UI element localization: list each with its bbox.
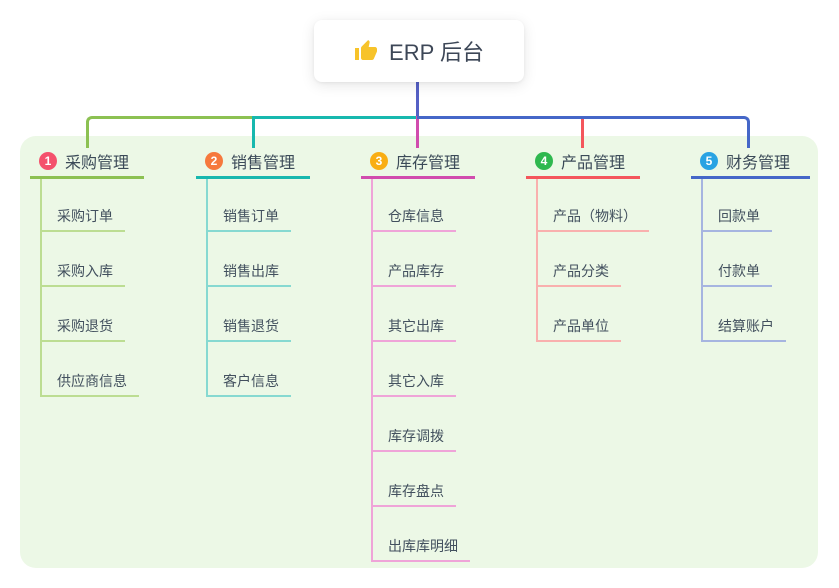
branch-3-child-6[interactable]: 库存盘点 [371, 481, 456, 507]
branch-5-label: 财务管理 [726, 155, 791, 172]
branch-3-child-connector [371, 179, 373, 562]
branch-3-child-5[interactable]: 库存调拨 [371, 426, 456, 452]
branch-3-child-7[interactable]: 出库库明细 [371, 536, 470, 562]
branch-2-child-3[interactable]: 销售退货 [206, 316, 291, 342]
branch-5-node[interactable]: 5 财务管理 [691, 146, 810, 179]
branch-3-child-3[interactable]: 其它出库 [371, 316, 456, 342]
branch-1-child-connector [40, 179, 42, 397]
branch-2-connector [252, 116, 417, 148]
branch-4-child-connector [536, 179, 538, 342]
branch-4-connector [581, 116, 584, 148]
branch-1-child-3[interactable]: 采购退货 [40, 316, 125, 342]
mindmap-panel [20, 136, 818, 568]
branch-3-child-4[interactable]: 其它入库 [371, 371, 456, 397]
branch-2-node[interactable]: 2 销售管理 [196, 146, 310, 179]
branch-4-child-1[interactable]: 产品（物料） [536, 206, 649, 232]
branch-1-child-4[interactable]: 供应商信息 [40, 371, 139, 397]
root-connector-line [416, 82, 419, 116]
branch-4-child-2[interactable]: 产品分类 [536, 261, 621, 287]
branch-4-number-badge: 4 [535, 152, 553, 170]
branch-2-child-1[interactable]: 销售订单 [206, 206, 291, 232]
branch-3-child-1[interactable]: 仓库信息 [371, 206, 456, 232]
branch-4-label: 产品管理 [561, 155, 626, 172]
branch-1-label: 采购管理 [65, 155, 130, 172]
branch-1-connector [86, 116, 253, 148]
branch-5-child-2[interactable]: 付款单 [701, 261, 772, 287]
branch-4-child-3[interactable]: 产品单位 [536, 316, 621, 342]
branch-5-connector [417, 116, 750, 148]
branch-2-child-connector [206, 179, 208, 397]
branch-3-label: 库存管理 [396, 155, 461, 172]
branch-3-connector [416, 116, 419, 148]
root-node-label: ERP 后台 [389, 40, 484, 65]
branch-5-child-3[interactable]: 结算账户 [701, 316, 786, 342]
branch-1-child-2[interactable]: 采购入库 [40, 261, 125, 287]
branch-2-label: 销售管理 [231, 155, 296, 172]
branch-2-child-2[interactable]: 销售出库 [206, 261, 291, 287]
branch-2-child-4[interactable]: 客户信息 [206, 371, 291, 397]
branch-4-node[interactable]: 4 产品管理 [526, 146, 640, 179]
root-node[interactable]: ERP 后台 [314, 20, 524, 82]
branch-3-node[interactable]: 3 库存管理 [361, 146, 475, 179]
branch-2-number-badge: 2 [205, 152, 223, 170]
branch-5-child-1[interactable]: 回款单 [701, 206, 772, 232]
branch-3-child-2[interactable]: 产品库存 [371, 261, 456, 287]
branch-1-node[interactable]: 1 采购管理 [30, 146, 144, 179]
branch-5-child-connector [701, 179, 703, 342]
thumbs-up-icon [355, 40, 378, 60]
branch-3-number-badge: 3 [370, 152, 388, 170]
branch-1-number-badge: 1 [39, 152, 57, 170]
branch-5-number-badge: 5 [700, 152, 718, 170]
branch-1-child-1[interactable]: 采购订单 [40, 206, 125, 232]
